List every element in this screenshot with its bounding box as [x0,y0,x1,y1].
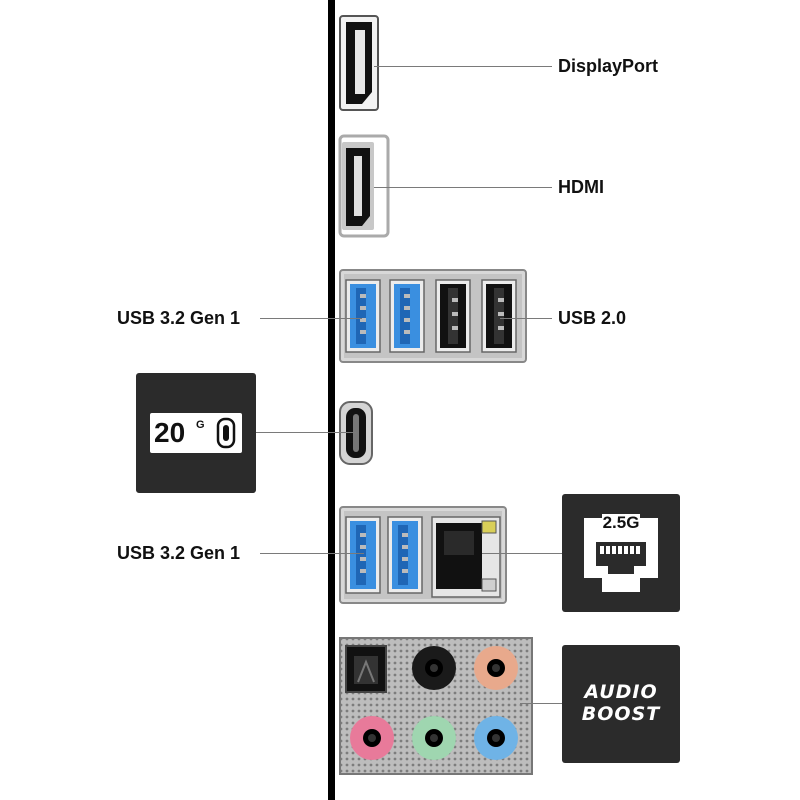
usb-20g-superscript: G [196,419,205,431]
lan-leader-line [482,553,562,554]
usb32-top-leader-line [260,318,362,319]
displayport-leader-line [374,66,552,67]
usb-c-port-icon [339,401,373,465]
usb-20g-badge: 20 G [136,373,256,493]
ethernet-port-icon [584,514,658,592]
hdmi-port-icon [338,134,390,238]
usb-quad-block [339,269,527,363]
usb20-leader-line [500,318,552,319]
hdmi-label: HDMI [558,177,604,197]
displayport-port-icon [339,15,379,111]
lan-speed-label: 2.5G [602,513,640,532]
lan-25g-badge: 2.5G [562,494,680,612]
audio-boost-badge: AUDIO BOOST [562,645,680,763]
usb32-bottom-leader-line [260,553,364,554]
audio-leader-line [520,703,562,704]
usb-lan-block [339,506,507,604]
audio-boost-line2: BOOST [581,703,661,725]
usb20-label: USB 2.0 [558,308,627,328]
usb32-bottom-label: USB 3.2 Gen 1 [117,543,241,563]
usb-c-20g-icon [216,417,236,449]
usb-c-leader-line [256,432,356,433]
hdmi-leader-line [374,187,552,188]
displayport-label: DisplayPort [558,56,659,76]
usb-20g-number: 20 [154,417,186,448]
io-panel-edge [328,0,335,800]
audio-block [339,637,533,775]
audio-boost-line1: AUDIO [584,681,658,703]
usb32-top-label: USB 3.2 Gen 1 [117,308,241,328]
